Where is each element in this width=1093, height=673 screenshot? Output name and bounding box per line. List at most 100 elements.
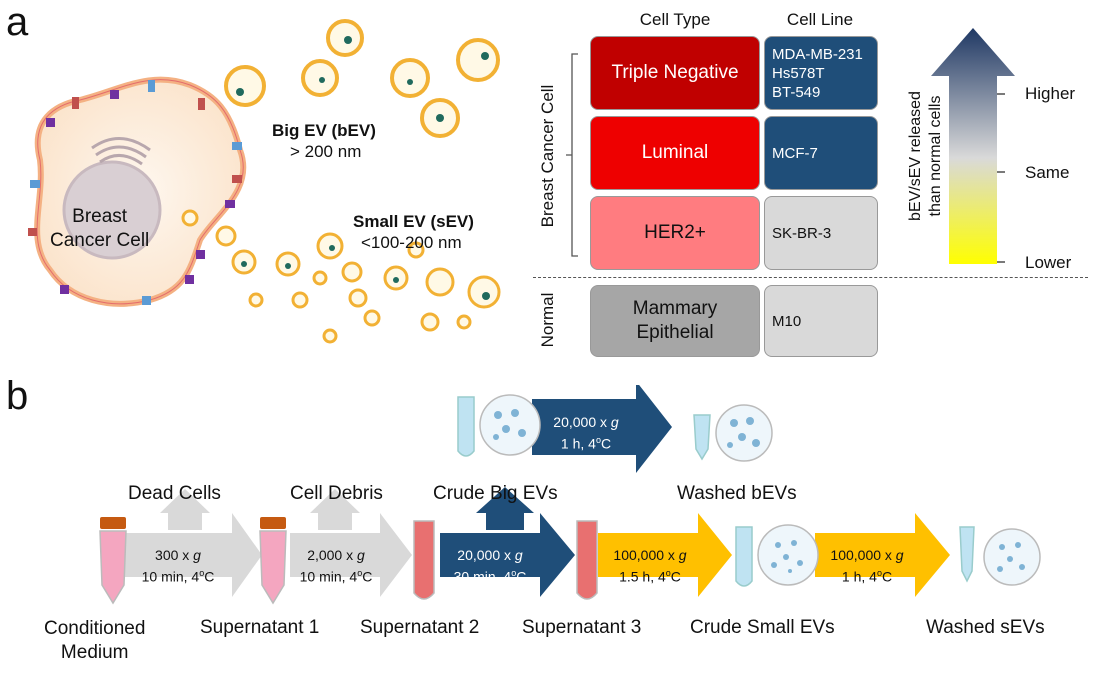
step-3-g: g [514,547,523,563]
top-arrow-time: 1 h, 4 [560,435,596,452]
top-arrow-g: g [610,414,619,430]
golgi [91,137,151,166]
cell-line-mcf7: MCF-7 [772,144,818,162]
cell-line-bt549: BT-549 [772,83,821,101]
header-cell-line: Cell Line [786,10,854,29]
step-1-text: 300 x g 10 min, 4oC [128,546,228,586]
step-4-text: 100,000 x g 1.5 h, 4oC [600,546,700,586]
label-supernatant-3: Supernatant 3 [522,617,642,638]
tube-supernatant-3-icon [576,520,598,600]
label-supernatant-1: Supernatant 1 [200,617,320,638]
step-2-c: C [362,568,373,585]
group-label-cancer: Breast Cancer Cell [538,84,557,228]
top-arrow-text: 20,000 x g 1 h, 4oC [540,413,632,453]
tube-crude-big-evs-top-icon [457,394,541,457]
step-1-speed: 300 x [155,547,194,563]
sev-title: Small EV (sEV) [353,212,474,231]
line-box-normal: M10 [764,285,878,357]
tube-supernatant-2-icon [413,520,435,600]
scale-same: Same [1025,163,1070,182]
panel-label-a: a [6,0,29,44]
cell-illustration [28,19,501,344]
type-box-triple-negative: Triple Negative [590,36,760,110]
bev-title: Big EV (bEV) [272,121,376,140]
tube-washed-sevs-icon [959,526,1041,586]
step-4-g: g [678,547,687,563]
group-label-normal: Normal [538,292,557,348]
arrow-step-3 [440,487,575,597]
step-2-g: g [357,547,365,563]
line-box-triple-negative: MDA-MB-231 Hs578T BT-549 [764,36,878,110]
step-1-c: C [204,568,215,585]
scale-arrow [931,28,1015,264]
step-4-deg: o [665,568,671,578]
nucleus [62,160,162,260]
step-5-c: C [881,568,893,585]
membrane-proteins [28,80,242,305]
label-washed-sevs: Washed sEVs [926,617,1045,638]
group-brackets [566,53,578,257]
workflow-diagram [99,385,1041,605]
arrow-step-5 [815,513,950,597]
label-crude-small-evs: Crude Small EVs [690,617,835,638]
type-box-mammary-line1: Mammary [632,298,718,319]
line-box-luminal: MCF-7 [764,116,878,190]
label-dead-cells: Dead Cells [128,483,221,504]
step-1-g: g [193,547,201,563]
step-2-deg: o [357,568,363,578]
top-arrow-c: C [600,435,612,452]
label-cell-debris: Cell Debris [290,483,383,504]
panel-label-b: b [6,374,29,418]
step-5-deg: o [876,568,882,578]
step-4-speed: 100,000 x [613,547,679,563]
label-washed-bevs: Washed bEVs [677,483,797,504]
scale-title-line1: bEV/sEV released [907,91,924,221]
step-5-speed: 100,000 x [830,547,896,563]
step-2-speed: 2,000 x [307,547,358,563]
step-3-c: C [516,568,527,585]
scale-higher: Higher [1025,84,1076,103]
step-1-deg: o [199,568,205,578]
cell-label-line2: Cancer Cell [50,230,150,251]
group-separator [533,277,1088,278]
type-box-luminal: Luminal [590,116,760,190]
step-3-speed: 20,000 x [457,547,515,563]
step-5-g: g [895,547,904,563]
cell-line-m10: M10 [772,312,802,330]
cell-line-mda: MDA-MB-231 [772,45,863,63]
scale-title-line2: than normal cells [927,95,944,217]
step-3-deg: o [511,568,517,578]
arrow-top [532,385,672,473]
arrow-step-2 [290,489,412,597]
cell-label: Breast Cancer Cell [50,205,149,253]
type-box-her2: HER2+ [590,196,760,270]
arrow-step-4 [598,513,732,597]
label-conditioned-line1: Conditioned [44,618,146,639]
type-box-mammary-epithelial: Mammary Epithelial [590,285,760,357]
type-box-mammary-line2: Epithelial [636,322,714,343]
step-1-time: 10 min, 4 [141,568,200,585]
step-2-time: 10 min, 4 [299,568,358,585]
bev-size: > 200 nm [290,142,362,161]
scale-title: bEV/sEV released than normal cells [906,56,946,256]
label-conditioned-line2: Medium [60,642,129,663]
tube-crude-small-evs-icon [735,524,819,587]
cell-label-line1: Breast [72,206,128,227]
big-ev-particles [224,19,500,138]
flask-conditioned-medium-icon [99,517,127,605]
header-cell-type: Cell Type [639,10,711,29]
scale-lower: Lower [1025,253,1072,272]
cell-line-hs578t: Hs578T [772,64,825,82]
step-3-text: 20,000 x g 30 min, 4oC [440,546,540,586]
label-crude-big-evs: Crude Big EVs [433,483,558,504]
step-4-time: 1.5 h, 4 [619,568,666,585]
tube-washed-bevs-icon [693,404,773,462]
sev-size: <100-200 nm [361,233,462,252]
top-arrow-deg: o [595,435,601,445]
step-5-text: 100,000 x g 1 h, 4oC [817,546,917,586]
arrow-step-1 [120,489,262,597]
step-5-time: 1 h, 4 [841,568,877,585]
step-4-c: C [670,568,681,585]
flask-supernatant-1-icon [259,517,287,605]
label-supernatant-2: Supernatant 2 [360,617,480,638]
